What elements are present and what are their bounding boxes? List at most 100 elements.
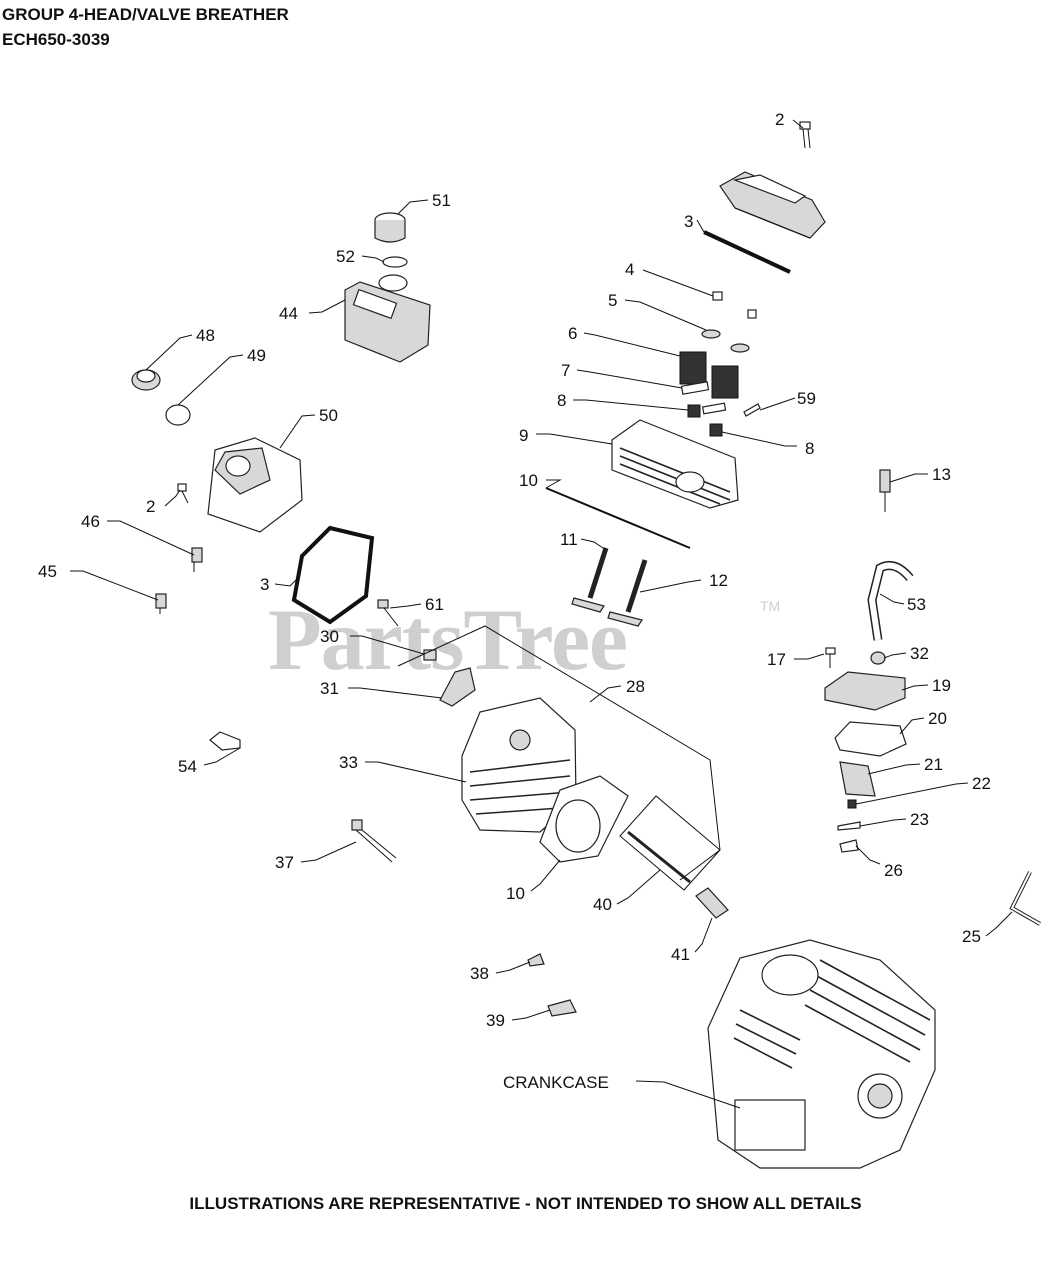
callout-54: 54: [178, 757, 197, 776]
part-stem-seal: [680, 381, 727, 415]
callout-52: 52: [336, 247, 355, 266]
part-temp-sensor: [879, 469, 891, 512]
part-valve-springs: [679, 351, 739, 399]
callout-3-left: 3: [260, 575, 269, 594]
watermark-trademark: TM: [760, 598, 781, 614]
disclaimer-note: ILLUSTRATIONS ARE REPRESENTATIVE - NOT I…: [189, 1194, 862, 1213]
diagram-title: GROUP 4-HEAD/VALVE BREATHER: [2, 5, 289, 24]
callout-30: 30: [320, 627, 339, 646]
part-fitting-45: [155, 593, 167, 614]
callout-31: 31: [320, 679, 339, 698]
callout-49: 49: [247, 346, 266, 365]
callout-5: 5: [608, 291, 617, 310]
callout-9: 9: [519, 426, 528, 445]
part-group-outline: [397, 625, 721, 881]
callout-39: 39: [486, 1011, 505, 1030]
callout-7: 7: [561, 361, 570, 380]
callout-20: 20: [928, 709, 947, 728]
part-crankcase: [707, 939, 936, 1169]
part-breather-cover: [344, 274, 431, 363]
callout-51: 51: [432, 191, 451, 210]
part-retainer-26: [839, 839, 859, 853]
callout-53: 53: [907, 595, 926, 614]
part-spring-retainer: [701, 329, 750, 353]
callout-61: 61: [425, 595, 444, 614]
watermark-logo: PartsTree: [268, 592, 628, 689]
part-pushrod-40: [619, 795, 721, 891]
callout-3: 3: [684, 212, 693, 231]
part-reed-23: [837, 821, 861, 831]
part-clip-38: [527, 953, 545, 967]
part-cover-gasket: [291, 525, 375, 625]
part-fitting-46: [191, 547, 203, 572]
part-screw-2b: [177, 483, 189, 504]
callout-32: 32: [910, 644, 929, 663]
callout-25: 25: [962, 927, 981, 946]
model-number: ECH650-3039: [2, 30, 110, 49]
part-head-gasket: [539, 775, 629, 863]
part-nut-30: [423, 649, 437, 661]
callout-17: 17: [767, 650, 786, 669]
part-exhaust-valve: [607, 559, 648, 627]
callout-37: 37: [275, 853, 294, 872]
callout-13: 13: [932, 465, 951, 484]
callout-12: 12: [709, 571, 728, 590]
part-tube-41: [695, 887, 729, 919]
part-breather-plate-cover: [824, 671, 906, 711]
callout-59: 59: [797, 389, 816, 408]
callout-6: 6: [568, 324, 577, 343]
part-bracket-54: [209, 731, 241, 751]
part-pin-59: [743, 403, 761, 417]
callout-46: 46: [81, 512, 100, 531]
callout-crankcase: CRANKCASE: [503, 1073, 609, 1092]
part-fill-cap-48: [131, 369, 161, 391]
callout-2: 2: [775, 110, 784, 129]
part-cover-gasket-strip: [703, 230, 791, 274]
part-cylinder-head: [611, 419, 739, 509]
part-screw-top: [799, 121, 811, 149]
callout-4: 4: [625, 260, 634, 279]
callout-33: 33: [339, 753, 358, 772]
part-valve-cover: [719, 171, 826, 239]
part-pushrod: [545, 487, 691, 549]
callout-labels: 2 3 4 5 6 7 8 9 59 8 10 13 11 12 51 52 4…: [38, 110, 991, 1092]
callout-19: 19: [932, 676, 951, 695]
callout-8-right: 8: [805, 439, 814, 458]
callout-38: 38: [470, 964, 489, 983]
part-oil-fill-cap: [374, 212, 406, 243]
callout-44: 44: [279, 304, 298, 323]
part-o-ring: [382, 256, 408, 268]
part-screw-22: [847, 799, 857, 809]
callout-40: 40: [593, 895, 612, 914]
callout-45: 45: [38, 562, 57, 581]
callout-10: 10: [519, 471, 538, 490]
part-breather-hose: [867, 561, 914, 641]
callout-50: 50: [319, 406, 338, 425]
callout-21: 21: [924, 755, 943, 774]
leader-lines: [70, 119, 1013, 1109]
part-screw-17: [825, 647, 836, 668]
callout-8: 8: [557, 391, 566, 410]
part-valve-guide: [687, 404, 723, 437]
part-bolt-61: [377, 599, 399, 627]
callout-26: 26: [884, 861, 903, 880]
callout-2-left: 2: [146, 497, 155, 516]
callout-23: 23: [910, 810, 929, 829]
part-rocker-arm: [439, 667, 476, 707]
callout-28: 28: [626, 677, 645, 696]
part-breather-housing: [207, 437, 303, 533]
part-breather-filter: [839, 761, 876, 797]
part-plate-39: [547, 999, 577, 1017]
part-breather-gasket: [834, 721, 907, 757]
callout-48: 48: [196, 326, 215, 345]
callout-41: 41: [671, 945, 690, 964]
callout-11: 11: [560, 530, 578, 549]
callout-10-lower: 10: [506, 884, 525, 903]
part-valve-cap: [712, 291, 757, 319]
part-clamp-32: [870, 651, 886, 665]
part-o-ring-49: [165, 404, 191, 426]
part-head-bolt: [351, 819, 397, 863]
part-dipstick-tube: [1009, 871, 1041, 926]
callout-22: 22: [972, 774, 991, 793]
